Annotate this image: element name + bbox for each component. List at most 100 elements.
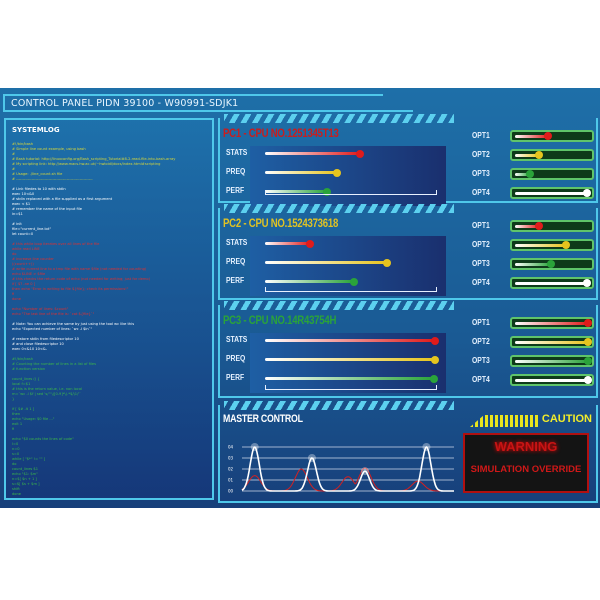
log-line: exec 10<&0: [12, 192, 35, 196]
opt-slider-3[interactable]: [510, 168, 594, 180]
pc-title: PC3 - CPU NO.14R43754H: [223, 313, 337, 327]
log-line: # My scripting link: http://www.macs.hw.…: [12, 162, 161, 166]
metric-bar-stats[interactable]: [265, 149, 364, 158]
slider-knob[interactable]: [583, 376, 592, 384]
opt-slider-1[interactable]: [510, 130, 594, 142]
log-line: let count=0: [12, 232, 34, 236]
log-line: m=`wc -l $f | sed 's/^\([0-9]*\).*$/\1/'…: [12, 392, 82, 396]
log-line: # init: [12, 222, 22, 226]
metric-bar-stats[interactable]: [265, 239, 314, 248]
opt-label: OPT2: [472, 337, 490, 346]
pc-title: PC1 - CPU NO.1251345T13: [223, 126, 339, 140]
slider-knob[interactable]: [582, 279, 591, 287]
metrics-screen: [250, 146, 446, 206]
opt-slider-1[interactable]: [510, 220, 594, 232]
log-line: #: [12, 167, 16, 171]
log-line: # --------------------------------------…: [12, 177, 93, 181]
opt-slider-3[interactable]: [510, 258, 594, 270]
log-line: file="current_line.txt": [12, 227, 52, 231]
slider-knob[interactable]: [562, 241, 571, 249]
slider-knob[interactable]: [582, 189, 591, 197]
metrics-screen: [250, 236, 446, 296]
log-line: #: [12, 152, 16, 156]
warning-text: WARNING: [494, 439, 558, 454]
slider-knob[interactable]: [383, 258, 392, 267]
slider-knob[interactable]: [535, 222, 544, 230]
metric-bar-preq[interactable]: [265, 258, 392, 267]
slider-knob[interactable]: [546, 260, 555, 268]
opt-slider-3[interactable]: [510, 355, 594, 367]
systemlog-title: SYSTEMLOG: [12, 126, 60, 134]
log-line: [12, 497, 206, 498]
metric-bar-perf[interactable]: [265, 187, 331, 196]
log-line: local f=$1: [12, 382, 31, 386]
opt-slider-2[interactable]: [510, 149, 594, 161]
pc1-section: PC1 - CPU NO.1251345T13 STATS PREQ PERF …: [218, 114, 598, 206]
slider-knob[interactable]: [322, 187, 331, 196]
slider-knob[interactable]: [355, 149, 364, 158]
log-line: l=0: [12, 442, 19, 446]
metric-bar-preq[interactable]: [265, 355, 440, 364]
opt-slider-4[interactable]: [510, 277, 594, 289]
metric-label: STATS: [226, 238, 248, 247]
slider-knob[interactable]: [431, 355, 440, 364]
opt-fill: [515, 376, 592, 384]
metric-scale: [265, 385, 437, 390]
slider-knob[interactable]: [429, 374, 438, 383]
metric-label: STATS: [226, 335, 248, 344]
slider-knob[interactable]: [305, 239, 314, 248]
log-line: # Simple line count example, using bash: [12, 147, 86, 151]
log-line: # Note: You can achieve the same by just…: [12, 322, 135, 326]
slider-knob[interactable]: [583, 338, 592, 346]
peak-marker: [360, 467, 369, 476]
decorative-stripes: [224, 401, 454, 410]
slider-knob[interactable]: [583, 357, 592, 365]
log-line: echo "The last line of the file is: `cat…: [12, 312, 95, 316]
log-line: exec 0<&10 10<&-: [12, 347, 47, 351]
log-line: # Usage: ./line_count.sh file: [12, 172, 63, 176]
opt-slider-1[interactable]: [510, 317, 594, 329]
caution-meter: [470, 415, 540, 427]
slider-knob[interactable]: [350, 277, 359, 286]
peak-marker: [307, 454, 316, 462]
log-line: n=0: [12, 447, 20, 451]
slider-knob[interactable]: [534, 151, 543, 159]
control-panel: CONTROL PANEL PIDN 39100 - W90991-SDJK1 …: [0, 88, 600, 508]
metric-label: PREQ: [226, 354, 246, 363]
metric-label: PERF: [226, 186, 245, 195]
metric-bar-perf[interactable]: [265, 277, 359, 286]
log-line: #!/bin/bash: [12, 142, 34, 146]
opt-fill: [515, 222, 544, 230]
metric-bar-stats[interactable]: [265, 336, 440, 345]
opt-slider-2[interactable]: [510, 336, 594, 348]
metrics-screen: [250, 333, 446, 393]
decorative-stripes: [224, 301, 454, 310]
slider-knob[interactable]: [431, 336, 440, 345]
opt-fill: [515, 241, 571, 249]
opt-slider-2[interactable]: [510, 239, 594, 251]
log-line: # remember the name of the input file: [12, 207, 82, 211]
slider-knob[interactable]: [583, 319, 592, 327]
metric-bar-preq[interactable]: [265, 168, 342, 177]
opt-slider-4[interactable]: [510, 374, 594, 386]
log-line: do: [12, 252, 17, 256]
log-line: echo "Usage: $0 file ...": [12, 417, 55, 421]
slider-knob[interactable]: [544, 132, 553, 140]
slider-knob[interactable]: [525, 170, 534, 178]
log-line: # increase line counter: [12, 257, 54, 261]
opt-slider-4[interactable]: [510, 187, 594, 199]
slider-knob[interactable]: [333, 168, 342, 177]
log-line: if [ $? -ne 0 ]: [12, 282, 36, 286]
warning-box: WARNING SIMULATION OVERRIDE: [463, 433, 589, 493]
opt-fill: [515, 151, 543, 159]
log-line: n=$[ $n + 1 ]: [12, 477, 37, 481]
log-line: done: [12, 297, 21, 301]
opt-label: OPT3: [472, 169, 490, 178]
metric-bar-perf[interactable]: [265, 374, 438, 383]
y-tick-label: 03: [228, 456, 234, 461]
systemlog-panel[interactable]: SYSTEMLOG #!/bin/bash# Simple line count…: [4, 118, 214, 500]
pc2-section: PC2 - CPU NO.1524373618 STATS PREQ PERF …: [218, 204, 598, 300]
log-line: # this while loop iterates over all line…: [12, 242, 100, 246]
opt-fill: [515, 319, 592, 327]
